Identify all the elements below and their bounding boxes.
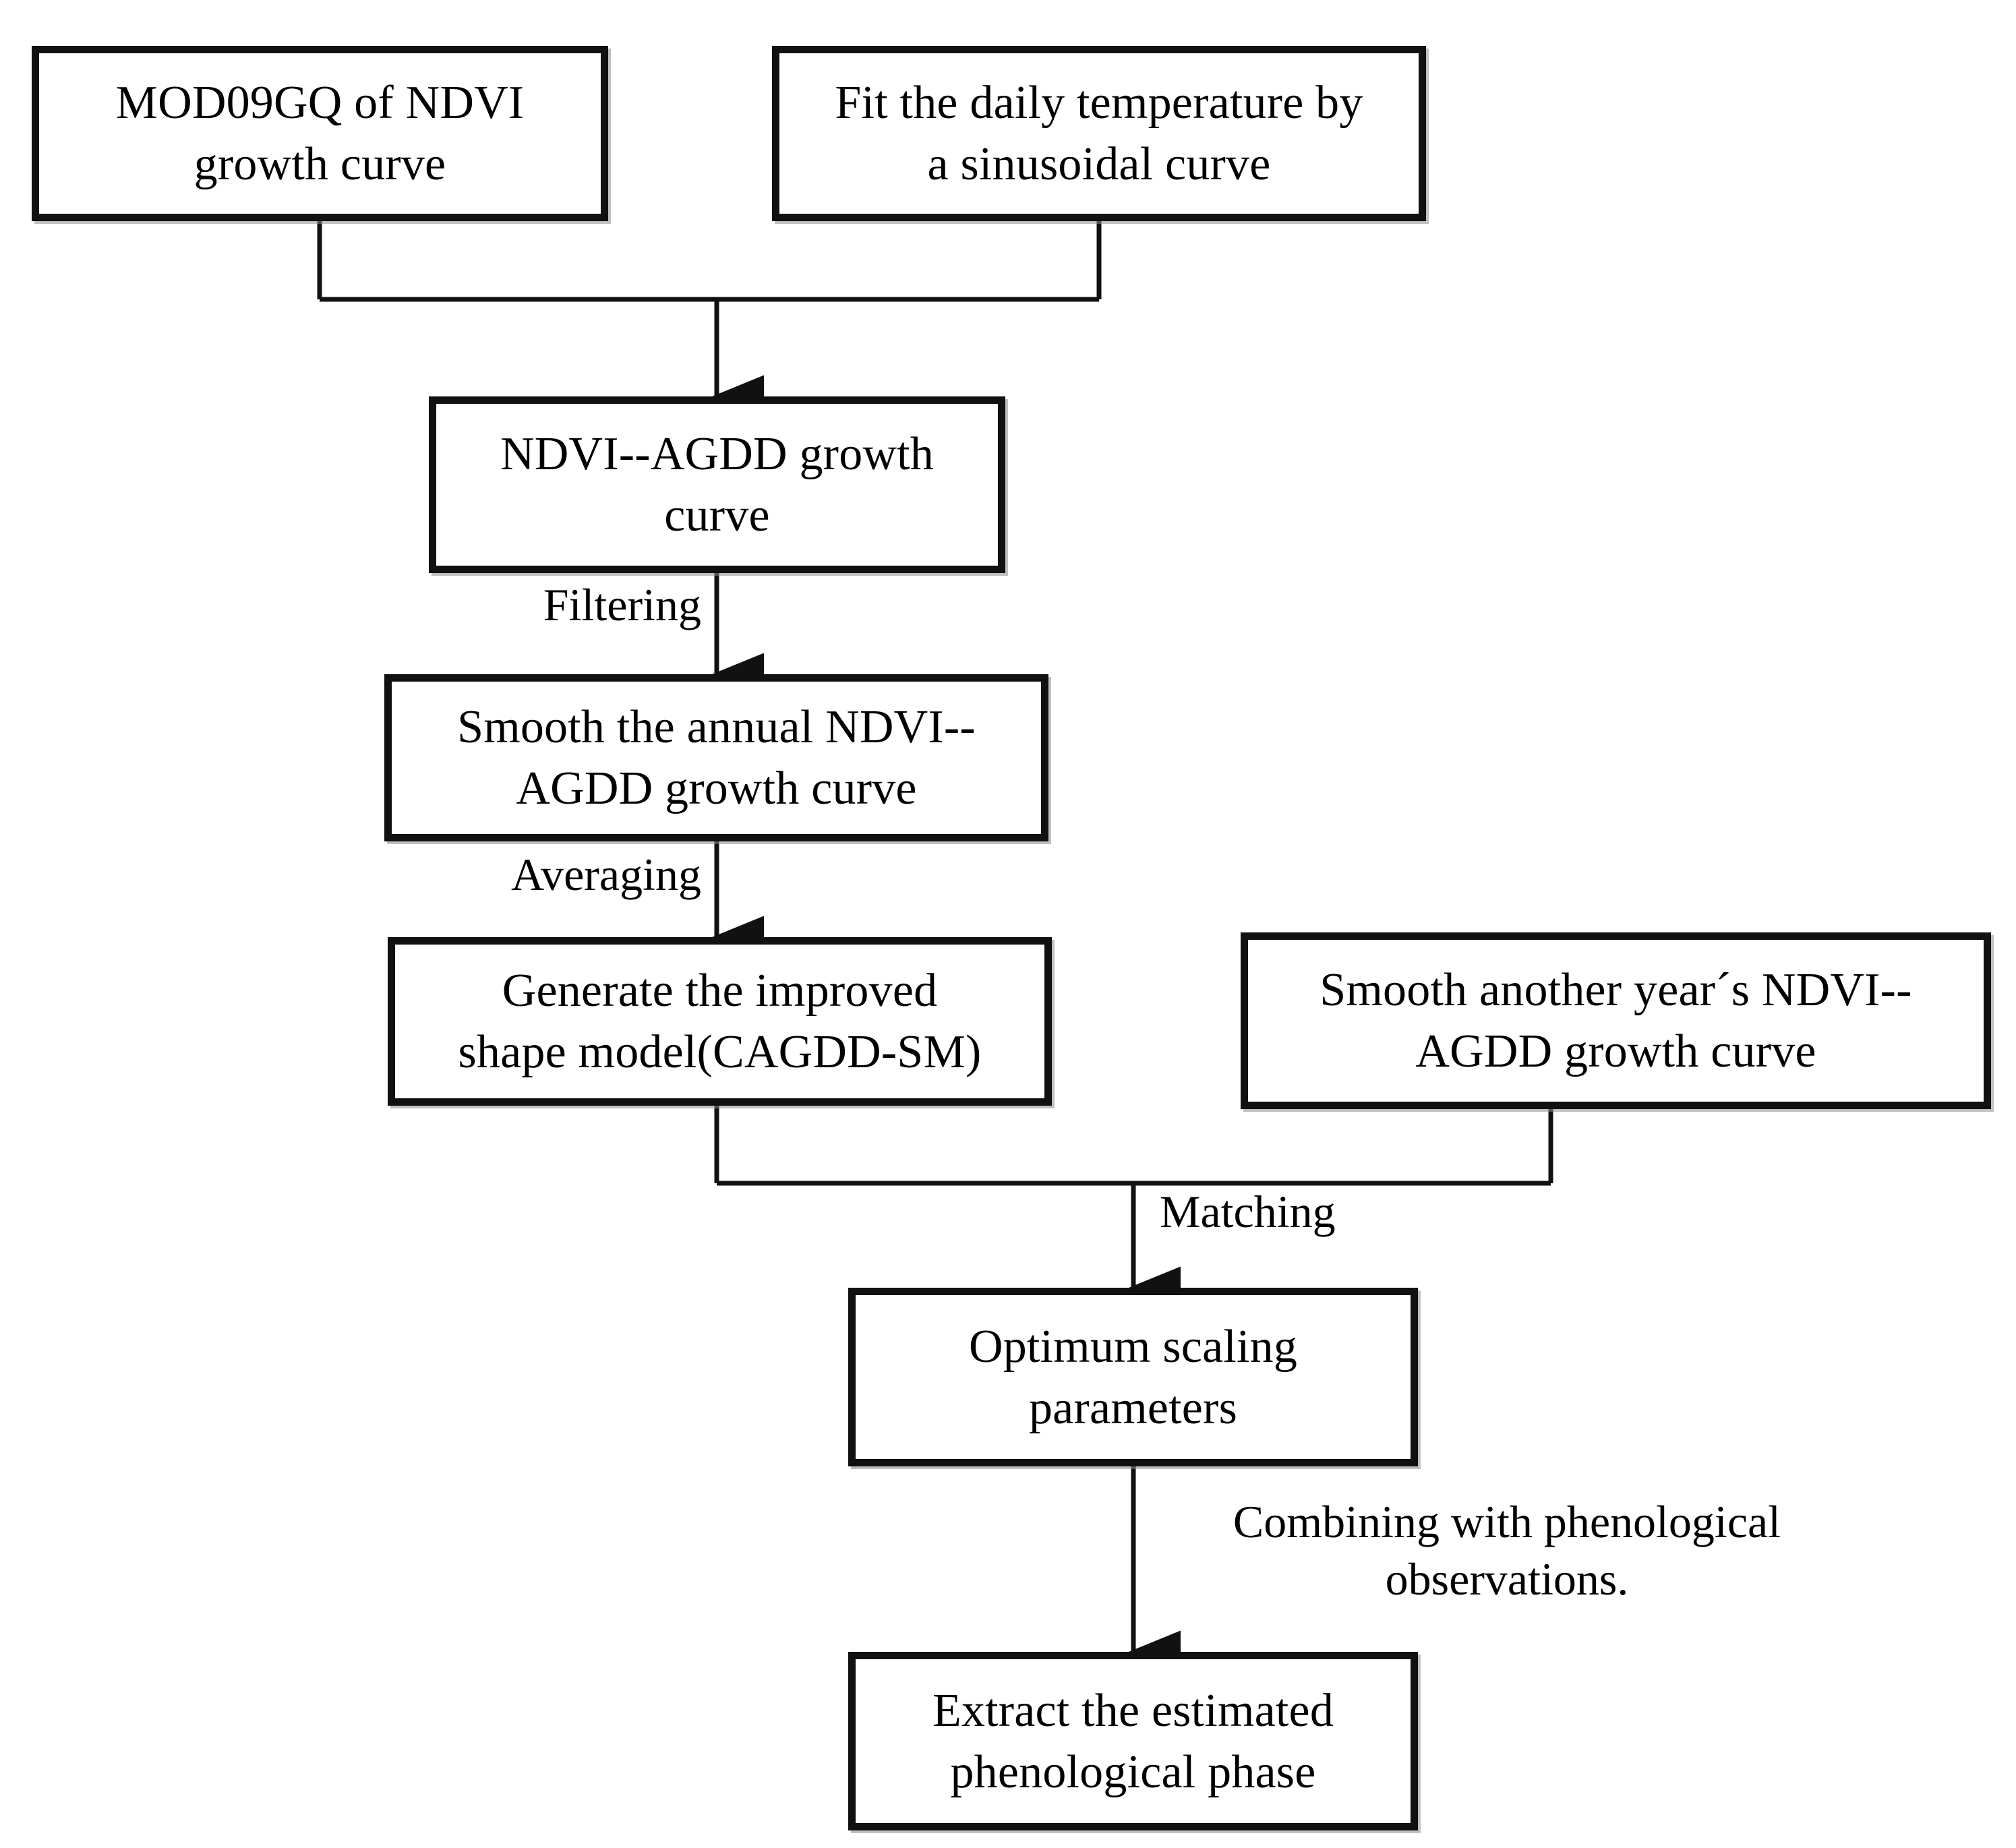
edge-label-filtering: Filtering xyxy=(543,579,701,630)
node-label: Smooth the annual NDVI-- AGDD growth cur… xyxy=(457,701,976,814)
node-ndvi-agdd-curve: NDVI--AGDD growth curve xyxy=(429,396,1005,573)
node-label: Generate the improved shape model(CAGDD-… xyxy=(458,965,982,1078)
edge-label-matching: Matching xyxy=(1160,1186,1336,1237)
edge-label-combining: Combining with phenological observations… xyxy=(1233,1496,1781,1605)
node-label: MOD09GQ of NDVI growth curve xyxy=(115,77,525,190)
node-fit-temperature: Fit the daily temperature by a sinusoida… xyxy=(772,46,1426,221)
node-generate-shape-model: Generate the improved shape model(CAGDD-… xyxy=(388,937,1052,1106)
node-label: Extract the estimated phenological phase xyxy=(932,1684,1334,1798)
edge-label-averaging: Averaging xyxy=(511,849,701,900)
node-optimum-scaling: Optimum scaling parameters xyxy=(848,1288,1418,1466)
node-label: Optimum scaling parameters xyxy=(968,1320,1298,1434)
node-label: Smooth another year´s NDVI-- AGDD growth… xyxy=(1320,964,1912,1077)
node-smooth-another-year: Smooth another year´s NDVI-- AGDD growth… xyxy=(1241,932,1991,1109)
node-mod09gq: MOD09GQ of NDVI growth curve xyxy=(32,46,608,221)
node-smooth-annual: Smooth the annual NDVI-- AGDD growth cur… xyxy=(384,674,1048,841)
node-label: Fit the daily temperature by a sinusoida… xyxy=(835,77,1363,190)
connector-layer xyxy=(317,221,1553,1673)
node-label: NDVI--AGDD growth curve xyxy=(500,428,934,541)
node-extract-phase: Extract the estimated phenological phase xyxy=(848,1652,1418,1830)
